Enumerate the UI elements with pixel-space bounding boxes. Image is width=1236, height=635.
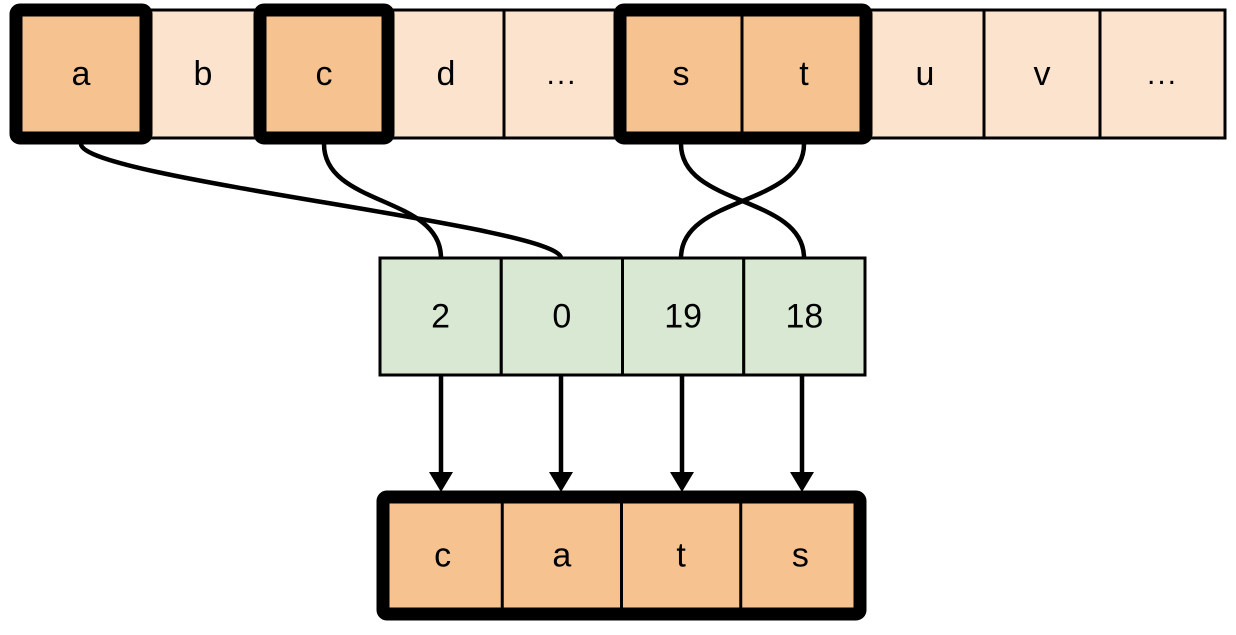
letter-to-index-connector xyxy=(321,143,444,259)
index-to-result-arrow xyxy=(429,375,453,492)
index-cell-value: 19 xyxy=(664,297,702,335)
alphabet-cell[interactable]: b xyxy=(144,8,262,140)
alphabet-highlight-group[interactable]: a xyxy=(9,3,153,145)
result-cell-letter: t xyxy=(676,536,686,574)
connector-curves xyxy=(78,142,807,260)
alphabet-cell-label: c xyxy=(316,55,333,93)
alphabet-highlight-group[interactable]: c xyxy=(253,3,395,145)
alphabet-cell[interactable]: ... xyxy=(502,8,622,140)
alphabet-cell-label: b xyxy=(194,55,213,93)
alphabet-cell-label: v xyxy=(1034,55,1051,93)
index-cell-value: 2 xyxy=(431,297,450,335)
alphabet-cell[interactable]: d xyxy=(386,8,506,140)
index-to-result-arrow xyxy=(670,375,694,492)
letter-to-index-connector xyxy=(678,143,807,259)
alphabet-cell[interactable]: v xyxy=(982,8,1102,140)
letter-to-index-connector xyxy=(78,142,564,260)
alphabet-cell-label: u xyxy=(916,55,935,93)
alphabet-cell-label: d xyxy=(437,55,456,93)
result-cell-letter: a xyxy=(552,536,571,574)
alphabet-cell-label: a xyxy=(72,55,91,93)
alphabet-cell-label: ... xyxy=(1147,58,1178,91)
alphabet-cell[interactable]: u xyxy=(864,8,986,140)
index-to-result-arrow xyxy=(790,375,814,492)
alphabet-cell-label: ... xyxy=(546,58,577,91)
alphabet-cell-label: s xyxy=(673,55,690,93)
index-to-result-arrows xyxy=(429,375,814,492)
index-to-result-arrow xyxy=(549,375,573,492)
result-cell-letter: c xyxy=(434,536,451,574)
index-cell-value: 18 xyxy=(785,297,823,335)
alphabet-cell[interactable]: ... xyxy=(1098,8,1227,140)
index-cell[interactable]: 18 xyxy=(742,256,867,377)
index-cell-value: 0 xyxy=(552,297,571,335)
index-cell[interactable]: 19 xyxy=(621,256,746,377)
index-cell[interactable]: 2 xyxy=(378,256,503,377)
result-cell-letter: s xyxy=(792,536,809,574)
index-cell[interactable]: 0 xyxy=(499,256,624,377)
alphabet-cell-label: t xyxy=(799,55,809,93)
